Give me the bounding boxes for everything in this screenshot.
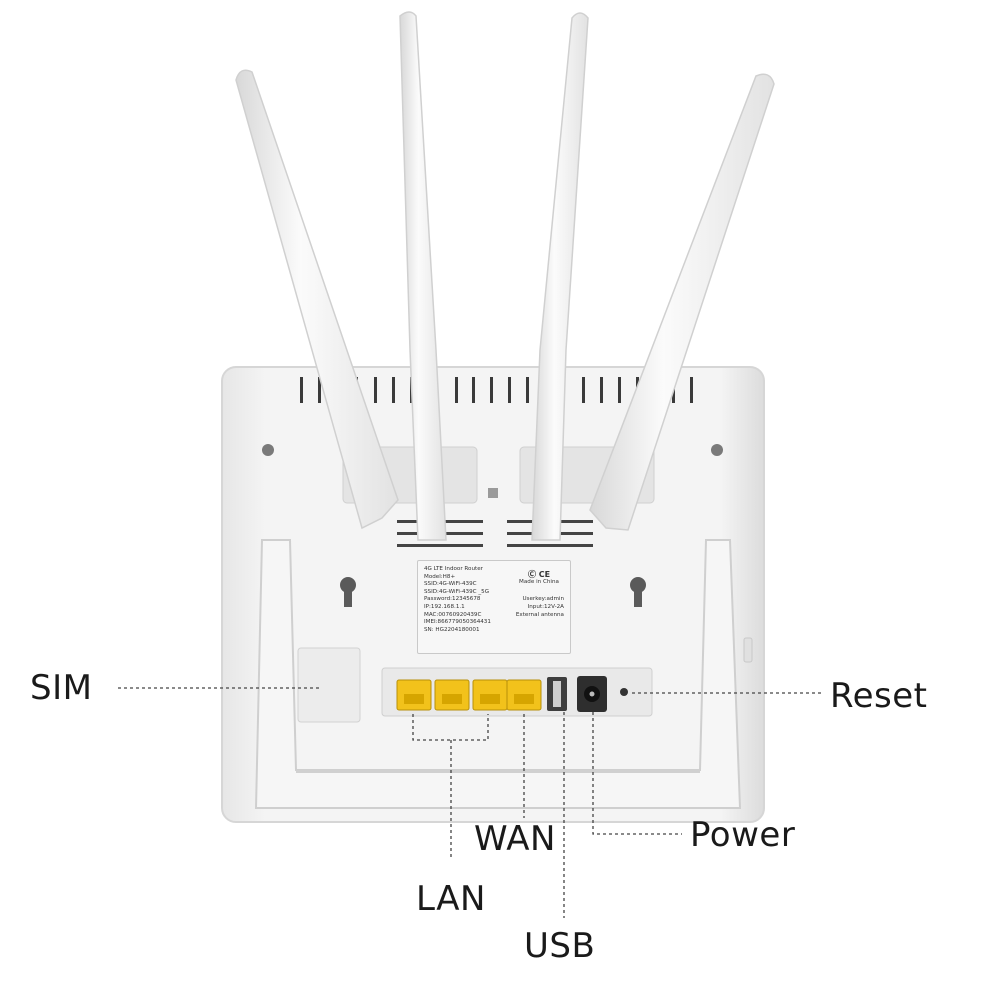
antenna-icon (235, 11, 775, 541)
rating-label: 4G LTE Indoor Router Model:H8+ SSID:4G-W… (417, 560, 571, 654)
label-antenna: External antenna (515, 611, 564, 618)
label-ssid-1: SSID:4G-WiFi-439C (424, 581, 477, 588)
callout-usb: USB (524, 926, 596, 966)
sim-slot-icon (297, 647, 361, 723)
callout-power: Power (690, 815, 796, 855)
label-password: Password:12345678 (424, 596, 481, 603)
label-userkey: Userkey:admin (522, 596, 564, 603)
callout-reset: Reset (830, 676, 928, 716)
label-ip: IP:192.168.1.1 (424, 603, 465, 610)
label-made-in: Made in China (519, 579, 559, 585)
label-model-line: 4G LTE Indoor Router (424, 566, 483, 572)
usb-port-icon (547, 677, 567, 711)
wan-port-icon (506, 679, 542, 711)
power-jack-icon (577, 676, 607, 712)
reset-hole-icon (620, 688, 628, 696)
lan-port-icon (396, 679, 508, 711)
cert-marks: Ⓒ CE (527, 570, 551, 579)
label-model: Model:H8+ (424, 573, 456, 580)
callout-wan: WAN (474, 819, 556, 859)
label-input: Input:12V-2A (527, 603, 564, 610)
leader-lines (118, 687, 822, 918)
label-ssid-2: SSID:4G-WiFi-439C _5G (424, 588, 490, 595)
callout-sim: SIM (30, 668, 93, 708)
label-sn: SN: HG2204180001 (424, 626, 480, 633)
label-imei: IMEI:866779050364431 (424, 619, 491, 626)
callout-lan: LAN (416, 879, 486, 919)
label-mac: MAC:00760920439C (424, 611, 482, 618)
